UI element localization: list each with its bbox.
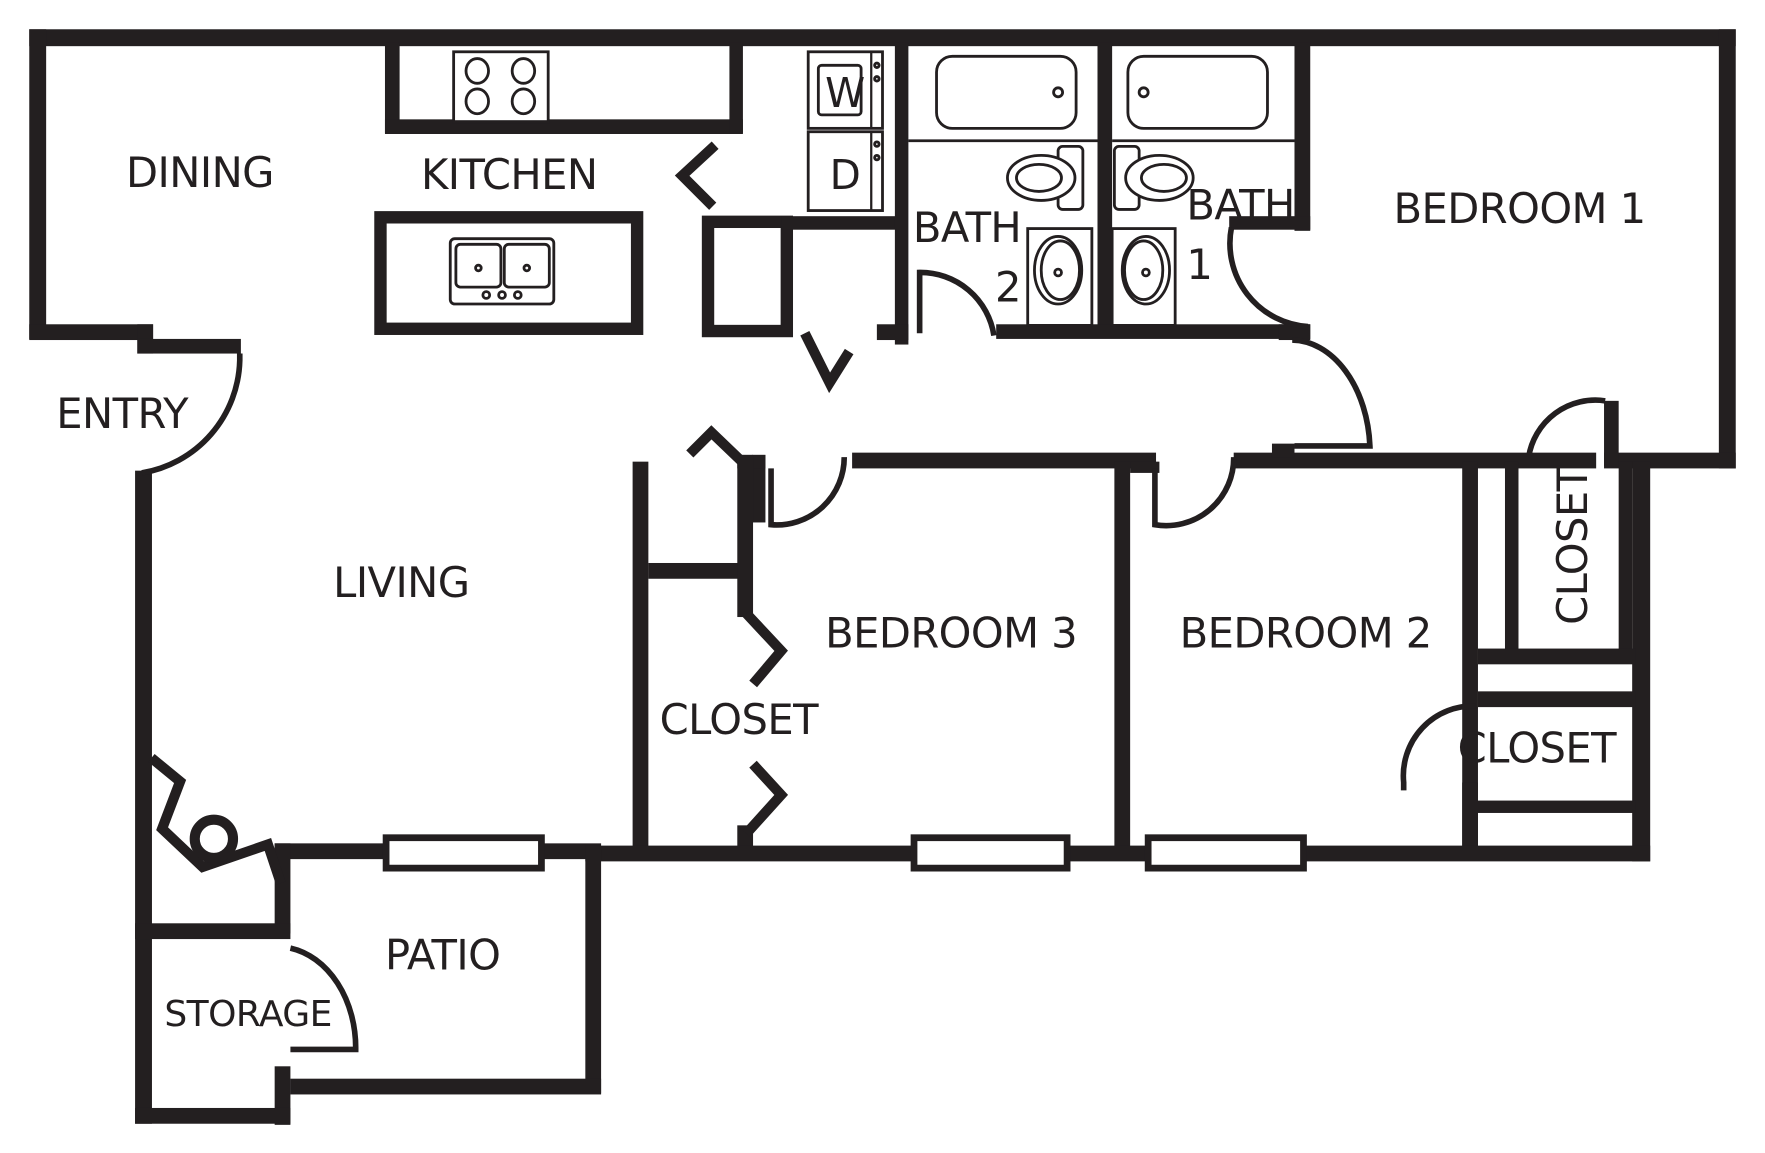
bifold-door-hall-closet — [800, 330, 854, 394]
toilet-icon — [1006, 144, 1085, 211]
label-storage: STORAGE — [164, 994, 331, 1035]
toilet-icon — [1112, 144, 1195, 211]
washer-label: W — [825, 69, 865, 117]
label-closet-bedroom1: CLOSET — [1548, 465, 1597, 625]
bedroom3-door-swing — [768, 457, 848, 528]
stove-icon — [452, 50, 550, 124]
bathroom-sink-icon — [1033, 235, 1084, 306]
label-living: LIVING — [333, 558, 469, 607]
bath2-fixtures — [908, 54, 1098, 327]
water-heater-icon — [189, 814, 239, 864]
dryer-icon: D — [806, 130, 884, 212]
washer-icon: W — [806, 50, 884, 130]
bathroom-sink-icon — [1120, 235, 1171, 306]
label-bath1: BATH — [1186, 181, 1294, 230]
windows — [382, 834, 1307, 872]
entry-door-swing — [141, 353, 243, 476]
dryer-label: D — [830, 151, 861, 199]
room-labels: DINING KITCHEN ENTRY LIVING BATH 2 BATH … — [56, 148, 1646, 1035]
bifold-door-pantry — [674, 141, 719, 210]
bath1-fixtures — [1110, 54, 1295, 327]
closet-door-swing-upper — [1525, 397, 1606, 458]
bath1-door-swing — [1227, 226, 1309, 330]
label-kitchen: KITCHEN — [421, 150, 597, 199]
bifold-door-closet-top — [742, 609, 788, 688]
label-closet-bedroom2: CLOSET — [1458, 723, 1617, 772]
water-heater-closet — [148, 754, 286, 885]
label-bedroom2: BEDROOM 2 — [1180, 608, 1432, 657]
label-bath1-number: 1 — [1186, 240, 1212, 289]
label-closet-bedroom3: CLOSET — [660, 695, 819, 744]
label-bath2-number: 2 — [995, 263, 1021, 312]
storage-door-swing — [289, 945, 359, 1053]
bifold-door-linen — [686, 425, 746, 466]
bathtub-icon — [935, 54, 1078, 130]
closet-door-swing-lower — [1400, 703, 1476, 791]
bedroom2-door-swing — [1152, 457, 1237, 529]
label-entry: ENTRY — [56, 389, 189, 438]
bath2-door-swing — [916, 269, 997, 336]
label-dining: DINING — [126, 148, 274, 197]
label-bath2: BATH — [913, 203, 1021, 252]
walls — [29, 29, 1736, 1125]
bifold-door-closet-bottom — [742, 760, 789, 838]
bedroom1-door-swing — [1292, 337, 1373, 449]
label-patio: PATIO — [385, 930, 500, 979]
kitchen-sink-icon — [448, 237, 556, 306]
label-bedroom1: BEDROOM 1 — [1394, 184, 1646, 233]
bathtub-icon — [1126, 54, 1269, 130]
doors — [141, 141, 1606, 1053]
label-bedroom3: BEDROOM 3 — [825, 608, 1077, 657]
